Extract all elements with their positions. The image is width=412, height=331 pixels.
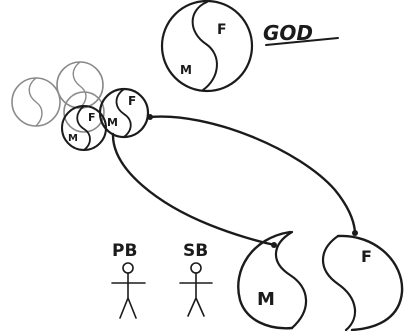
god-underline (265, 37, 339, 46)
ancestor-cluster (11, 61, 105, 133)
person-sb-body (179, 272, 213, 317)
person-sb-head (190, 262, 202, 274)
god-yin-yang-curve (191, 1, 218, 91)
god-symbol: F M (160, 0, 254, 93)
parent-left-f-label: F (88, 111, 96, 124)
person-sb-label: SB (183, 241, 208, 261)
god-title: GOD (263, 21, 339, 46)
ancestor-circle-top (56, 61, 104, 109)
god-f-label: F (217, 22, 227, 38)
child-m-label: M (257, 289, 275, 310)
child-m-half-outline (237, 230, 294, 330)
person-pb-label: PB (112, 241, 137, 261)
person-pb-head (122, 262, 134, 274)
connector-dot-child-left (271, 242, 277, 248)
parent-right-f-label: F (128, 94, 136, 108)
child-f-half-curve (322, 234, 356, 331)
connection-loop (111, 114, 358, 248)
god-m-label: M (180, 63, 192, 77)
child-f-label: F (361, 247, 372, 266)
ancestor-circle-middle (63, 91, 105, 133)
ancestor-curve-top (72, 61, 87, 109)
child-f-half-outline (336, 234, 404, 331)
parent-left-m-label: M (68, 133, 78, 144)
parent-right-yin-yang-curve (115, 88, 132, 138)
connector-dot-child-right (352, 230, 358, 236)
god-circle (160, 0, 254, 93)
connector-upper (148, 115, 357, 234)
person-pb: PB (111, 241, 146, 319)
child-m-half-curve (274, 230, 308, 330)
ancestor-curve-left (28, 77, 43, 127)
parent-circle-right: F M (98, 87, 150, 139)
child-circle: M F (237, 230, 404, 331)
person-pb-body (111, 272, 146, 319)
parent-right-m-label: M (107, 116, 118, 129)
connector-lower (111, 132, 277, 247)
parent-left-yin-yang-curve (76, 105, 91, 151)
person-sb: SB (179, 241, 213, 317)
connector-dot-parent (147, 114, 153, 120)
